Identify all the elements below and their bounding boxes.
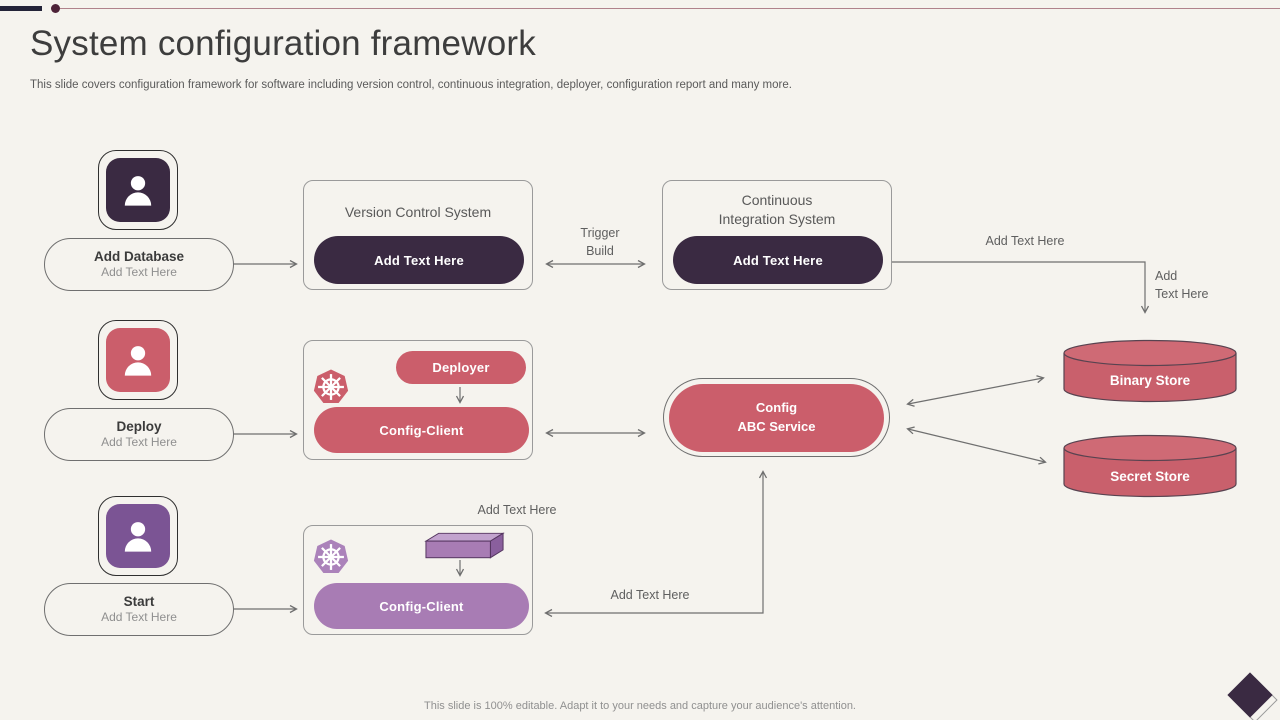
service-label-line2: ABC Service: [737, 419, 816, 434]
person-icon-glyph: [124, 346, 152, 376]
trigger-label-line1: Trigger: [580, 226, 620, 240]
deployer-box[interactable]: Deployer Config-Client: [303, 340, 533, 460]
client-box-top-label: Add Text Here: [477, 503, 557, 517]
actor-subtitle: Add Text Here: [101, 265, 177, 280]
ci-add-text-button[interactable]: Add Text Here: [673, 236, 883, 284]
actor-card-database[interactable]: [98, 150, 178, 230]
service-pill-outline: [663, 378, 890, 457]
secret-store-cylinder[interactable]: [1062, 434, 1238, 500]
binary-store-label: Binary Store: [1109, 373, 1191, 388]
config-abc-service-pill[interactable]: Config ABC Service: [669, 384, 884, 452]
actor-title: Add Database: [93, 248, 185, 264]
secret-store-label: Secret Store: [1110, 469, 1190, 484]
page-subtitle: This slide covers configuration framewor…: [30, 79, 792, 91]
person-icon: [106, 504, 170, 568]
vcs-box[interactable]: Version Control System Add Text Here: [303, 180, 533, 290]
person-icon: [106, 158, 170, 222]
actor-title: Deploy: [116, 418, 162, 434]
client-to-service-label: Add Text Here: [610, 588, 690, 602]
ci-title-line1: Continuous: [741, 192, 813, 208]
kubernetes-icon: [313, 369, 349, 403]
top-accent-dot: [51, 4, 60, 13]
actor-label-start[interactable]: Start Add Text Here: [44, 583, 234, 636]
binary-store-cylinder[interactable]: [1062, 339, 1238, 405]
deployer-config-client-pill[interactable]: Config-Client: [314, 407, 529, 453]
deployer-pill[interactable]: Deployer: [396, 351, 526, 384]
ci-out-side-line2: Text Here: [1155, 286, 1209, 301]
ci-title-line2: Integration System: [718, 210, 836, 227]
person-icon-glyph: [124, 176, 152, 206]
ci-out-side-label: Add Text Here: [1155, 268, 1235, 303]
client-box[interactable]: Config-Client: [303, 525, 533, 635]
ci-out-top-label: Add Text Here: [985, 234, 1065, 248]
person-icon-glyph: [124, 522, 152, 552]
actor-card-start[interactable]: [98, 496, 178, 576]
ci-out-side-line1: Add: [1155, 269, 1178, 283]
actor-label-database[interactable]: Add Database Add Text Here: [44, 238, 234, 291]
service-label-line1: Config: [755, 400, 798, 416]
actor-card-deploy[interactable]: [98, 320, 178, 400]
kubernetes-icon: [313, 539, 349, 573]
trigger-build-label: Trigger Build: [560, 225, 640, 260]
package-3d-box-icon: [424, 532, 505, 559]
actor-label-deploy[interactable]: Deploy Add Text Here: [44, 408, 234, 461]
client-config-client-pill[interactable]: Config-Client: [314, 583, 529, 629]
trigger-label-line2: Build: [586, 243, 614, 258]
vcs-add-text-button[interactable]: Add Text Here: [314, 236, 524, 284]
actor-subtitle: Add Text Here: [101, 610, 177, 625]
actor-subtitle: Add Text Here: [101, 435, 177, 450]
ci-box-title: Continuous Integration System: [663, 191, 891, 229]
vcs-box-title: Version Control System: [344, 204, 492, 220]
actor-title: Start: [123, 593, 155, 609]
top-accent-bar: [0, 6, 42, 11]
ci-box[interactable]: Continuous Integration System Add Text H…: [662, 180, 892, 290]
page-title: System configuration framework: [30, 24, 536, 63]
person-icon: [106, 328, 170, 392]
top-accent-line: [60, 8, 1280, 9]
footer-note: This slide is 100% editable. Adapt it to…: [424, 700, 856, 712]
